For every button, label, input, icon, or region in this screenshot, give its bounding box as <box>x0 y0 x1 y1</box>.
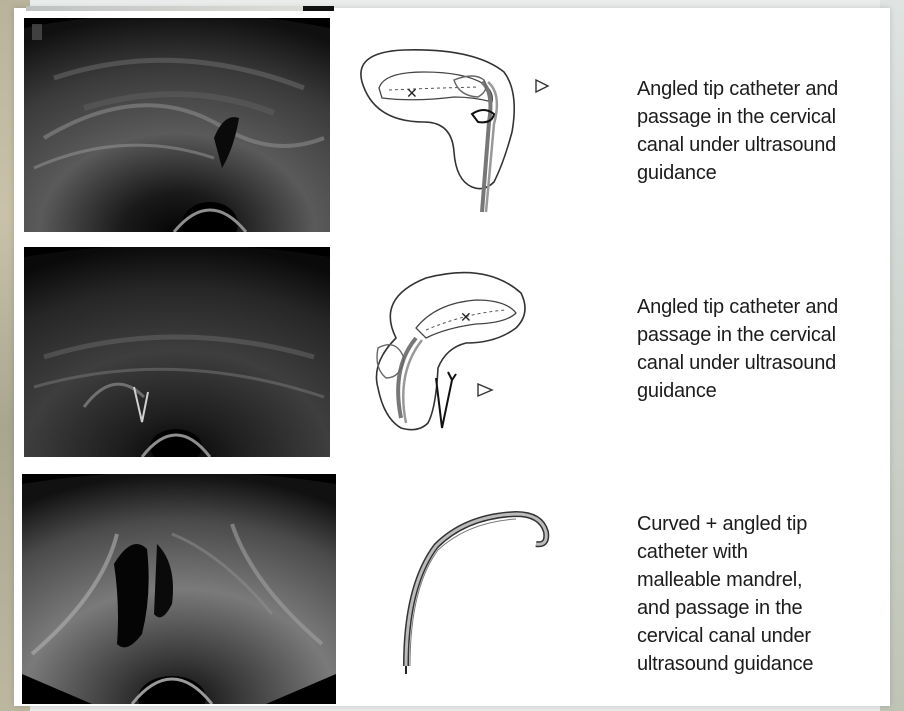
ultrasound-image-2 <box>24 247 330 457</box>
ultrasound-image-1 <box>24 18 330 232</box>
svg-text:✕: ✕ <box>460 310 472 326</box>
top-bar <box>26 6 334 11</box>
svg-text:✕: ✕ <box>406 86 418 102</box>
caption-row-1: Angled tip catheter and passage in the c… <box>637 75 897 187</box>
uterus-catheter-anteverted-icon: ✕ <box>344 42 564 222</box>
caption-row-3: Curved + angled tip catheter with mallea… <box>637 510 897 678</box>
ultrasound-image-3 <box>22 474 336 704</box>
caption-row-2: Angled tip catheter and passage in the c… <box>637 293 897 405</box>
curved-catheter-icon <box>396 506 566 676</box>
uterus-catheter-retroverted-icon: ✕ <box>356 268 556 458</box>
